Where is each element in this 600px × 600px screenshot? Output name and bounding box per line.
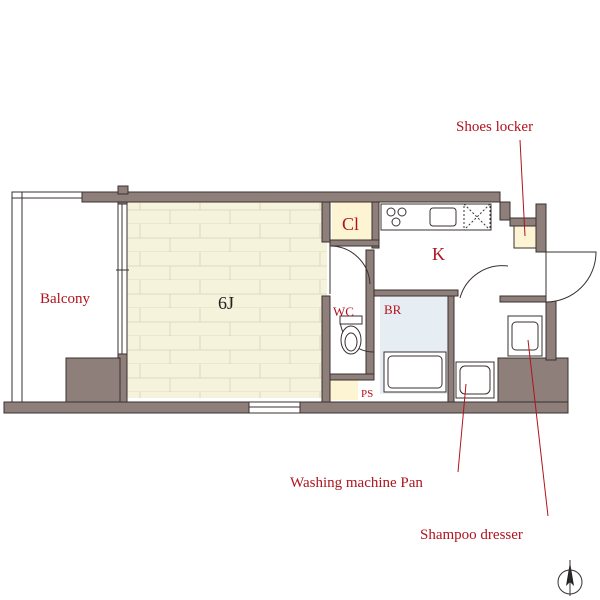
room-6j-label: 6J — [218, 293, 234, 313]
shampoo-dresser-icon — [507, 315, 543, 357]
fridge-space-icon — [463, 203, 491, 231]
shampoo-dresser-label: Shampoo dresser — [420, 527, 523, 543]
kitchen-counter — [380, 203, 492, 231]
balcony-label: Balcony — [40, 291, 90, 307]
room-6j-floor — [127, 202, 327, 398]
entrance-door-swing — [545, 251, 597, 303]
bathtub-icon — [383, 351, 447, 393]
balcony-window — [116, 203, 129, 355]
leader-lines — [457, 139, 549, 517]
kitchen-door-swing — [459, 265, 509, 299]
ps-floor — [330, 380, 358, 400]
shoes-locker-label: Shoes locker — [456, 119, 533, 135]
toilet-label: WC — [333, 304, 354, 319]
room-door-swing — [329, 245, 371, 285]
closet-floor — [332, 202, 372, 240]
toilet-icon — [339, 315, 363, 355]
stove-burner-icon — [386, 207, 396, 217]
kitchen-label: K — [432, 244, 445, 264]
bathroom-label: BR — [384, 302, 402, 317]
stove-burner-icon — [397, 207, 407, 217]
closet-label: Cl — [342, 214, 359, 234]
stove-burner-icon — [391, 217, 401, 227]
north-arrow-icon — [557, 560, 583, 596]
washing-machine-pan-icon — [455, 361, 495, 399]
bottom-window — [248, 401, 301, 414]
ps-label: PS — [361, 388, 373, 400]
sink-icon — [429, 207, 457, 227]
washing-machine-pan-label: Washing machine Pan — [290, 475, 423, 491]
